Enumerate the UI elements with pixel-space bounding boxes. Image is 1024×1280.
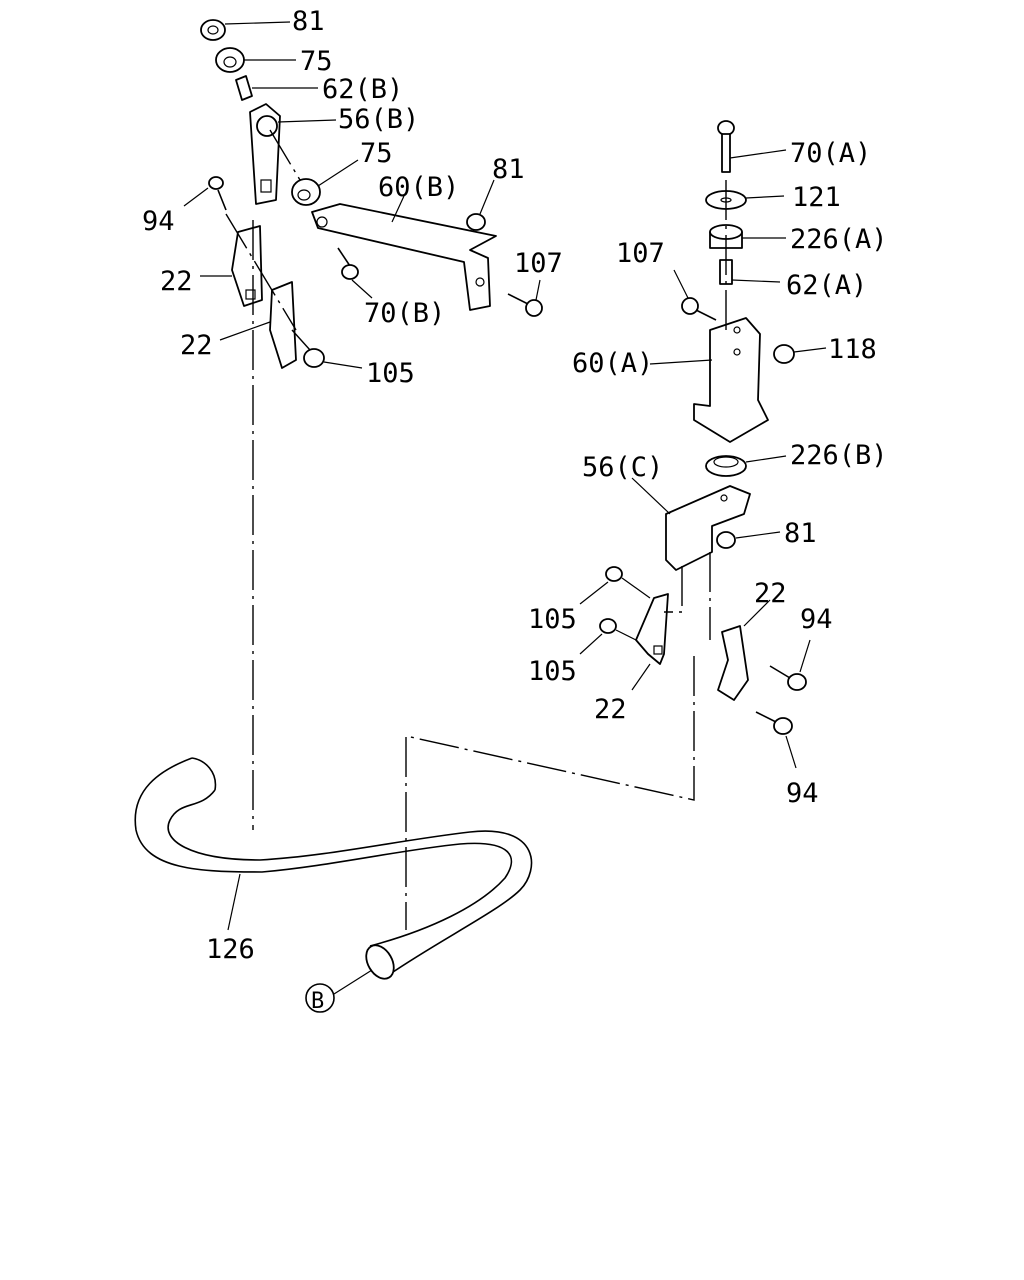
part-94-right-bolt-2 <box>755 711 797 769</box>
bushing-centerline <box>269 129 301 181</box>
part-126-pipe <box>134 757 533 980</box>
callout-22-left-a: 22 <box>160 266 193 297</box>
part-70b-bolt <box>337 247 373 299</box>
callout-70a: 70(A) <box>790 138 871 169</box>
callout-107-right: 107 <box>616 238 665 269</box>
callout-22-right-mid: 22 <box>594 694 627 725</box>
part-81-mid-nut <box>466 179 495 231</box>
callout-75-mid: 75 <box>360 138 393 169</box>
callout-121: 121 <box>792 182 841 213</box>
callout-62b: 62(B) <box>322 74 403 105</box>
callout-62a: 62(A) <box>786 270 867 301</box>
part-105-right-nut-1 <box>579 566 651 605</box>
part-81-top-nut <box>200 19 291 41</box>
part-22-left-clamp-b <box>219 281 297 369</box>
part-107-right-bolt <box>673 269 717 321</box>
callout-60b: 60(B) <box>378 172 459 203</box>
callout-70b: 70(B) <box>364 298 445 329</box>
callout-118: 118 <box>828 334 877 365</box>
right-centerline-mid <box>664 566 683 613</box>
callout-81-right: 81 <box>784 518 817 549</box>
left-diagonal-centerline <box>225 213 297 331</box>
callout-105-right-1: 105 <box>528 604 577 635</box>
part-226b-rubber <box>705 455 787 477</box>
callout-75-top: 75 <box>300 46 333 77</box>
callout-94-left: 94 <box>142 206 175 237</box>
part-56b-bracket <box>249 103 337 205</box>
part-62b-collar <box>235 75 318 101</box>
part-22-right-clamp-mid <box>631 593 669 691</box>
part-22-right-clamp-low <box>717 599 771 701</box>
part-107-left-bolt <box>507 279 543 317</box>
part-94-left-bolt <box>183 176 227 211</box>
part-118-nut <box>773 344 827 364</box>
callout-81-top: 81 <box>292 6 325 37</box>
callout-56b: 56(B) <box>338 104 419 135</box>
part-70a-bolt <box>717 120 787 173</box>
part-81-right-nut <box>716 531 781 549</box>
right-assembly-leader <box>405 656 695 930</box>
part-60b-bracket <box>311 195 497 311</box>
callout-56c: 56(C) <box>582 452 663 483</box>
part-105-left-nut <box>291 329 363 369</box>
callout-226b: 226(B) <box>790 440 888 471</box>
callout-226a: 226(A) <box>790 224 888 255</box>
part-75-top-bushing <box>215 47 296 73</box>
part-226a-rubber <box>709 224 786 249</box>
callout-81-mid: 81 <box>492 154 525 185</box>
part-62a-collar <box>719 259 781 285</box>
callout-126: 126 <box>206 934 255 965</box>
callout-22-left-b: 22 <box>180 330 213 361</box>
callout-107-left: 107 <box>514 248 563 279</box>
callout-22-right-low: 22 <box>754 578 787 609</box>
callout-94-right-1: 94 <box>800 604 833 635</box>
reference-b-label: B <box>311 989 324 1014</box>
part-94-right-bolt-1 <box>769 639 811 691</box>
reference-b-marker <box>305 969 373 1013</box>
part-105-right-nut-2 <box>579 618 637 655</box>
callout-105-left: 105 <box>366 358 415 389</box>
callout-105-right-2: 105 <box>528 656 577 687</box>
part-75-mid-bushing <box>291 159 359 206</box>
part-60a-bracket <box>649 317 769 443</box>
part-56c-bracket <box>631 477 751 571</box>
part-121-washer <box>705 190 785 210</box>
callout-94-right-2: 94 <box>786 778 819 809</box>
callout-60a: 60(A) <box>572 348 653 379</box>
